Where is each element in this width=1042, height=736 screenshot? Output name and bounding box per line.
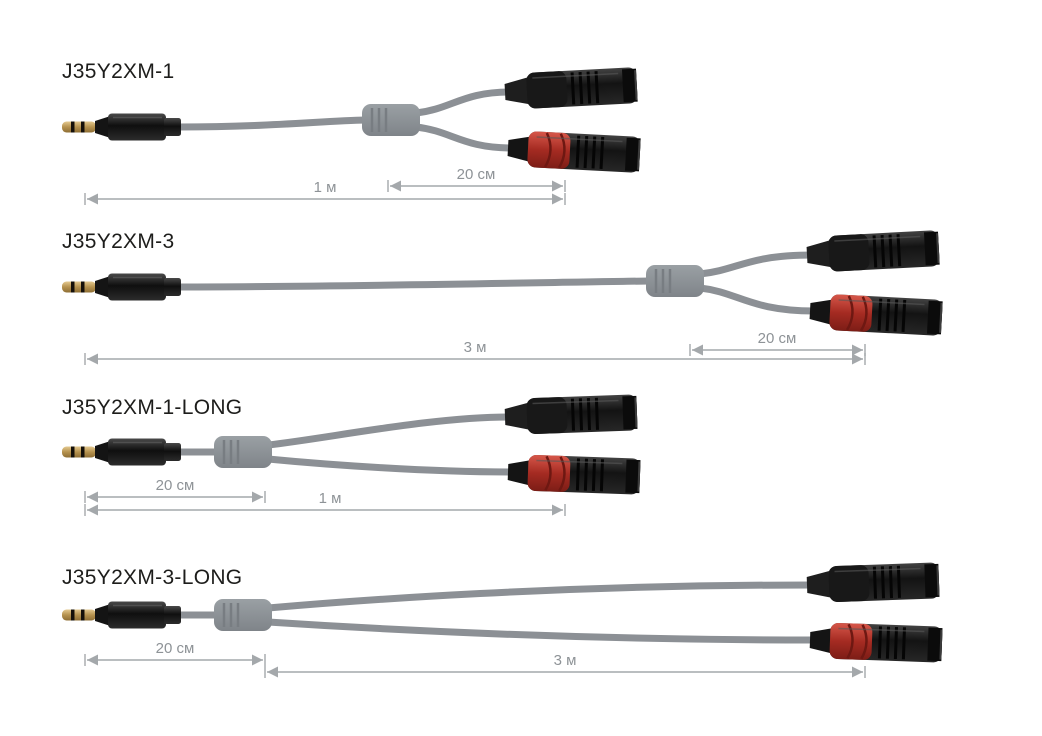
cable-drawing-j35y2xm-3-long: 20 см 3 м	[61, 560, 945, 678]
dimension-label: 3 м	[554, 652, 577, 669]
product-title-j35y2xm-1-long: J35Y2XM-1-LONG	[62, 396, 243, 419]
xlr-male-connector-red	[505, 452, 643, 497]
y-splitter	[360, 102, 422, 138]
branch-cable-top	[264, 581, 816, 612]
dimension-3m: 3 м	[84, 339, 866, 365]
dimension-label: 1 м	[319, 490, 342, 507]
branch-cable-top	[412, 88, 514, 117]
branch-cable-bottom	[264, 618, 818, 644]
xlr-male-connector-black	[502, 65, 640, 112]
dimension-label: 20 см	[156, 640, 195, 657]
dimension-label: 1 м	[314, 179, 337, 196]
dimension-3m: 3 м	[264, 652, 866, 678]
y-splitter	[212, 434, 274, 470]
xlr-male-connector-red	[807, 620, 945, 665]
dimension-label: 20 см	[156, 477, 195, 494]
cable-drawing-j35y2xm-1: 20 см 1 м	[61, 65, 643, 205]
branch-cable-top	[264, 413, 514, 449]
cable-drawing-j35y2xm-1-long: 20 см 1 м	[61, 392, 643, 516]
branch-cable-bottom	[412, 123, 516, 152]
dimension-label: 20 см	[758, 330, 797, 347]
xlr-male-connector-black	[804, 228, 942, 275]
xlr-male-connector-black	[804, 560, 942, 605]
dimension-20cm: 20 см	[387, 166, 566, 192]
mini-jack-connector	[61, 112, 182, 142]
dimension-label: 20 см	[457, 166, 496, 183]
dimension-1m: 1 м	[84, 179, 566, 205]
xlr-male-connector-red	[807, 291, 945, 338]
branch-cable-bottom	[264, 455, 516, 476]
mini-jack-connector	[61, 437, 182, 467]
xlr-male-connector-red	[505, 128, 643, 175]
y-splitter	[644, 263, 706, 299]
xlr-male-connector-black	[502, 392, 640, 437]
mini-jack-connector	[61, 272, 182, 302]
y-splitter	[212, 597, 274, 633]
dimension-20cm: 20 см	[84, 477, 266, 503]
main-cable	[174, 277, 654, 291]
dimension-20cm: 20 см	[84, 640, 266, 666]
mini-jack-connector	[61, 600, 182, 630]
dimension-label: 3 м	[464, 339, 487, 356]
dimension-20cm: 20 см	[689, 330, 866, 356]
branch-cable-bottom	[696, 284, 818, 315]
main-cable	[174, 116, 370, 131]
cable-drawing-j35y2xm-3: 20 см 3 м	[61, 228, 945, 365]
product-title-j35y2xm-1: J35Y2XM-1	[62, 60, 175, 83]
product-title-j35y2xm-3-long: J35Y2XM-3-LONG	[62, 566, 243, 589]
branch-cable-top	[696, 251, 816, 278]
product-title-j35y2xm-3: J35Y2XM-3	[62, 230, 175, 253]
dimension-1m: 1 м	[84, 490, 566, 516]
